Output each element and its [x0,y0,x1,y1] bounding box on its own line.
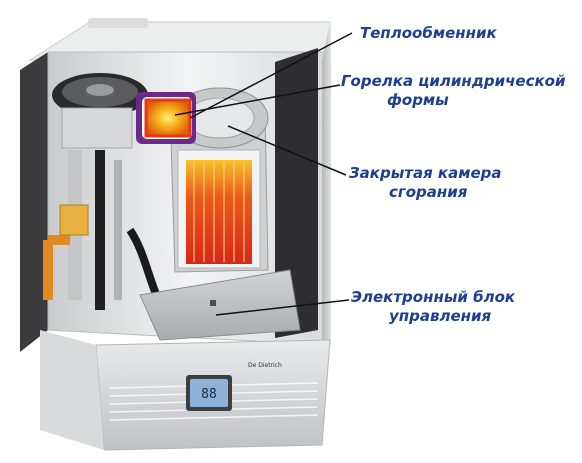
label-chamber-line1: Закрытая камера [349,164,502,182]
cylindrical-burner [136,92,196,144]
display-readout: 88 [201,387,217,402]
label-closed-combustion-chamber: Закрытая камера сгорания [349,164,502,202]
electronic-control-unit [139,269,301,341]
pipes [43,150,178,328]
label-cylindrical-burner: Горелка цилиндрической формы [341,72,566,110]
label-control-line1: Электронный блок [351,288,516,306]
leader-lines [174,32,353,316]
brand-badge: De Dietrich [248,362,282,369]
front-bottom-panel: 88 De Dietrich [40,330,331,451]
label-burner-line2: формы [387,91,449,109]
lcd-display [190,379,228,407]
label-burner-line1: Горелка цилиндрической [341,72,566,90]
label-control-line2: управления [389,307,492,325]
label-heat-exchanger: Теплообменник [360,24,497,42]
fan-assembly [52,73,148,149]
label-electronic-control-unit: Электронный блок управления [351,288,515,326]
label-chamber-line2: сгорания [389,183,468,201]
